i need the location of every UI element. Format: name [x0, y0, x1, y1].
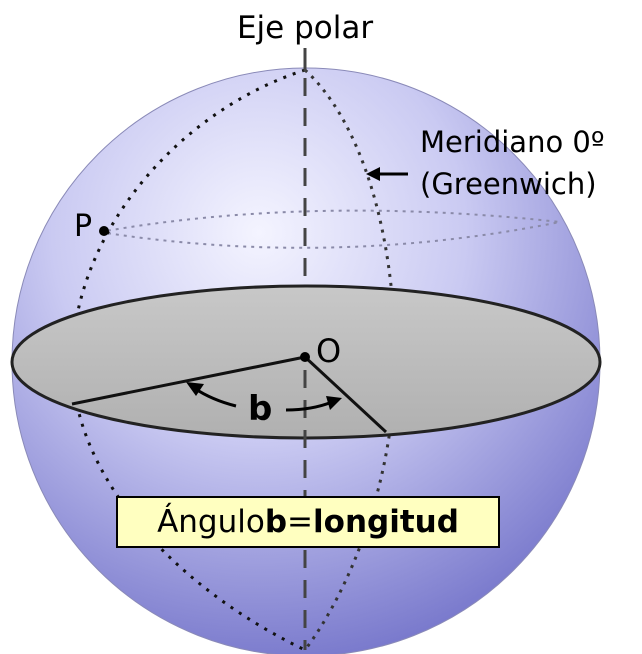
radius-to-meridian-p — [71, 355, 306, 406]
center-o-label: O — [316, 332, 341, 370]
angle-arrowhead-left — [186, 382, 204, 396]
caption-equals: = — [287, 504, 314, 540]
caption-symbol: b — [264, 504, 288, 540]
longitude-caption: Ángulo b =longitud — [116, 496, 500, 548]
radius-to-greenwich — [303, 355, 388, 434]
meridian-label-line2: (Greenwich) — [420, 167, 597, 201]
center-point — [300, 352, 310, 362]
angle-b-label: b — [248, 389, 272, 429]
caption-prefix: Ángulo — [157, 504, 265, 540]
polar-axis-label: Eje polar — [237, 10, 373, 46]
point-p-marker — [99, 226, 109, 236]
parallel-circle-back — [99, 209, 561, 233]
caption-term: longitud — [313, 504, 459, 540]
point-p-label: P — [74, 209, 92, 244]
meridian-pointer-head — [366, 167, 380, 181]
angle-arrowhead-right — [326, 396, 342, 410]
meridian-label-line1: Meridiano 0º — [420, 125, 605, 159]
